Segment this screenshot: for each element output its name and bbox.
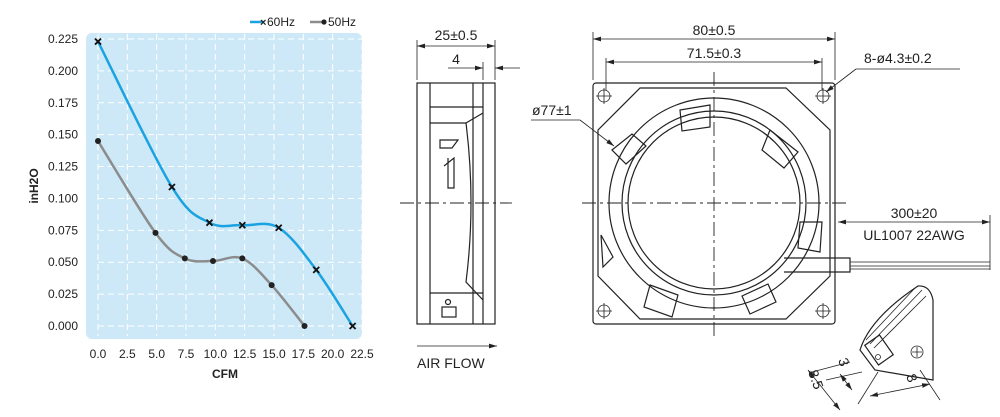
legend-50hz-label: 50Hz	[328, 15, 356, 29]
grid	[97, 34, 363, 336]
side-offset-dimension: 4	[452, 51, 460, 67]
x-tick-label: 20.0	[321, 347, 345, 361]
diameter-dimension: ø77±1	[532, 102, 572, 118]
y-tick-label: 0.175	[48, 96, 78, 110]
data-point-50Hz	[268, 282, 275, 289]
airflow-arrow-icon	[443, 156, 455, 189]
legend-60hz-label: 60Hz	[267, 15, 295, 29]
series-layer	[94, 37, 357, 330]
data-point-50Hz	[95, 138, 101, 145]
data-point-50Hz	[301, 323, 308, 329]
mounting-holes	[596, 88, 831, 319]
y-tick-label: 0.075	[48, 223, 78, 237]
x-axis-label: CFM	[212, 367, 238, 381]
holes-dimension: 8-ø4.3±0.2	[864, 50, 932, 66]
y-tick-label: 0.200	[48, 64, 78, 78]
y-axis: 0.000 0.025 0.050 0.075 0.100 0.125 0.150 0.175…	[48, 32, 78, 333]
x-tick-label: 0.0	[90, 347, 107, 361]
data-point-60Hz	[94, 37, 102, 46]
data-point-60Hz	[168, 183, 176, 191]
legend-50hz-marker	[321, 19, 327, 25]
y-tick-label: 0.100	[48, 191, 78, 205]
y-tick-label: 0.025	[48, 287, 78, 301]
y-tick-label: 0.150	[48, 128, 78, 142]
screw-icon	[912, 347, 922, 357]
x-tick-label: 10.0	[204, 347, 228, 361]
x-tick-label: 17.5	[292, 347, 316, 361]
y-tick-label: 0.125	[48, 160, 78, 174]
legend: × 60Hz 50Hz	[250, 15, 356, 29]
data-point-60Hz	[238, 221, 246, 229]
lead-length-dimension: 300±20	[891, 205, 938, 221]
data-point-50Hz	[209, 257, 216, 264]
x-tick-label: 7.5	[178, 347, 195, 361]
data-point-60Hz	[205, 219, 214, 227]
x-tick-label: 22.5	[350, 347, 374, 361]
side-width-dimension: 25±0.5	[435, 27, 478, 43]
rotation-arrow-icon	[439, 139, 460, 149]
terminal-detail: 8.5 3 8	[805, 285, 941, 411]
pressure-flow-chart: 0.000 0.025 0.050 0.075 0.100 0.125 0.150 0.175…	[27, 15, 374, 381]
terminal-dimension-c: 8	[903, 372, 921, 385]
data-point-60Hz	[348, 322, 357, 330]
x-tick-label: 15.0	[262, 347, 286, 361]
x-tick-label: 5.0	[148, 347, 165, 361]
y-axis-label: inH2O	[27, 168, 41, 203]
x-tick-label: 12.5	[233, 347, 257, 361]
lead-spec-label: UL1007 22AWG	[863, 227, 964, 243]
data-point-50Hz	[181, 255, 188, 262]
data-point-50Hz	[152, 229, 159, 236]
x-tick-label: 2.5	[119, 347, 136, 361]
y-tick-label: 0.050	[48, 255, 78, 269]
y-tick-label: 0.000	[48, 319, 78, 333]
x-axis: 0.0 2.5 5.0 7.5 10.0 12.5 15.0 17.5 20.0 22.5	[90, 347, 374, 361]
front-view: 80±0.5 71.5±0.3 8-ø4.3±0.2 ø77±1 300±20 …	[531, 22, 991, 338]
data-point-60Hz	[275, 224, 283, 232]
y-tick-label: 0.225	[48, 32, 78, 46]
data-point-50Hz	[239, 255, 246, 262]
terminal-dimension-b: 3	[835, 356, 853, 369]
legend-60hz-marker: ×	[260, 17, 266, 29]
data-point-60Hz	[312, 266, 320, 274]
hole-pitch-dimension: 71.5±0.3	[687, 45, 742, 61]
frame-size-dimension: 80±0.5	[693, 22, 736, 38]
air-flow-label: AIR FLOW	[417, 355, 485, 371]
terminal-dimension-a: 8.5	[805, 368, 827, 392]
side-view: 25±0.5 4 AIR FLOW	[400, 27, 520, 371]
